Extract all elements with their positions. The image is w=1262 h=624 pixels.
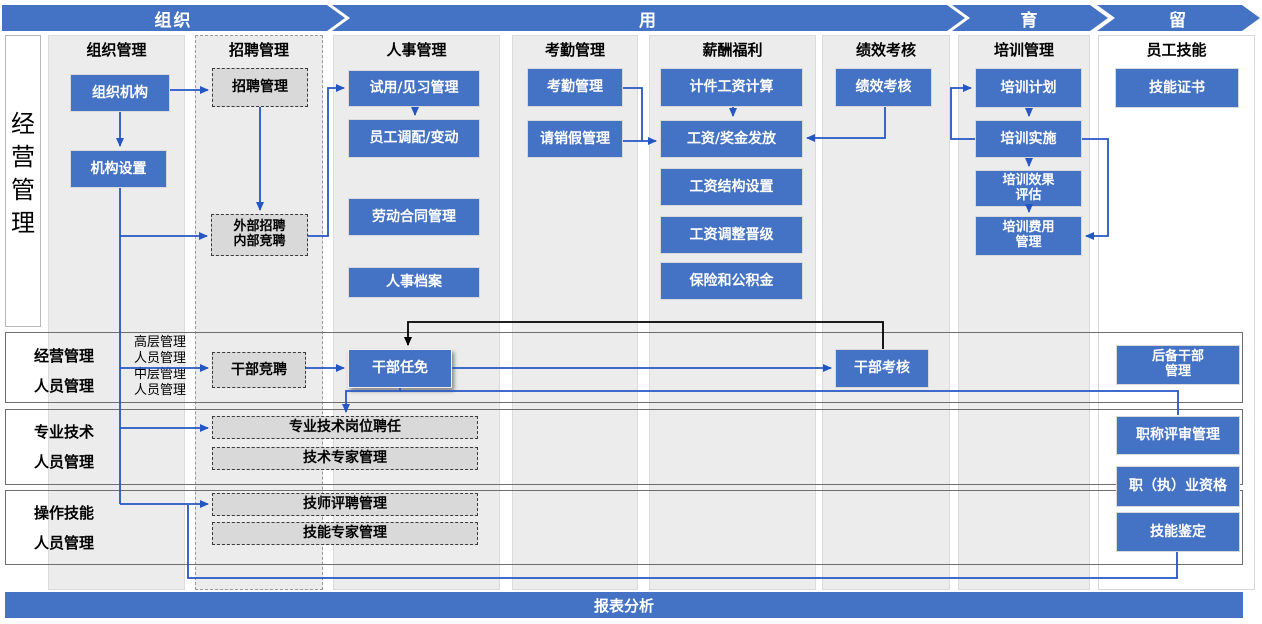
node-pro-post-hire: 专业技术岗位聘任 xyxy=(212,416,478,439)
node-training-plan: 培训计划 xyxy=(975,68,1082,108)
node-skill-cert: 技能证书 xyxy=(1115,68,1239,108)
node-salary-structure: 工资结构设置 xyxy=(660,168,803,206)
pro-tech-row-label: 专业技术 人员管理 xyxy=(34,423,95,471)
band-retain: 留 xyxy=(1097,5,1260,31)
business-mgmt-strip xyxy=(5,35,41,327)
band-use: 用 xyxy=(332,5,965,31)
operation-row-label: 操作技能 人员管理 xyxy=(34,504,95,552)
node-staff-transfer: 员工调配/变动 xyxy=(348,119,480,158)
column-header-org: 组织管理 xyxy=(86,40,147,59)
node-ext-recruit: 外部招聘 内部竞聘 xyxy=(211,214,308,256)
report-analysis-band: 报表分析 xyxy=(5,592,1243,618)
node-reserve-cadre: 后备干部 管理 xyxy=(1116,345,1240,385)
node-cadre-assess: 干部考核 xyxy=(835,349,929,388)
node-cadre-appoint: 干部任免 xyxy=(348,349,452,388)
node-training-eval: 培训效果 评估 xyxy=(975,170,1082,207)
node-insurance-fund: 保险和公积金 xyxy=(660,262,803,300)
node-skill-expert: 技能专家管理 xyxy=(212,522,478,545)
column-header-recruit: 招聘管理 xyxy=(228,40,289,59)
node-org-setup: 机构设置 xyxy=(70,150,167,188)
column-org xyxy=(48,35,185,590)
node-technician-eval: 技师评聘管理 xyxy=(212,493,478,516)
node-leave-mgmt: 请销假管理 xyxy=(527,120,623,158)
node-skill-appraisal: 技能鉴定 xyxy=(1116,512,1240,552)
node-piece-wage: 计件工资计算 xyxy=(660,68,803,107)
node-probation: 试用/见习管理 xyxy=(348,70,480,107)
node-recruit-mgmt: 招聘管理 xyxy=(212,68,308,107)
column-header-attendance: 考勤管理 xyxy=(544,40,605,59)
management-levels-note: 高层管理 人员管理 中层管理 人员管理 xyxy=(134,335,187,398)
node-tech-expert: 技术专家管理 xyxy=(212,447,478,470)
column-header-training: 培训管理 xyxy=(993,40,1054,59)
column-header-performance: 绩效考核 xyxy=(855,40,916,59)
column-header-skills: 员工技能 xyxy=(1146,40,1207,59)
node-perf-appraisal: 绩效考核 xyxy=(835,68,932,107)
band-develop: 育 xyxy=(952,5,1108,31)
manager-row-band xyxy=(5,332,1243,403)
node-labor-contract: 劳动合同管理 xyxy=(348,198,480,236)
band-organize: 组织 xyxy=(2,5,345,31)
node-prof-qualification: 职（执）业资格 xyxy=(1116,466,1240,507)
manager-row-label: 经营管理 人员管理 xyxy=(34,347,95,395)
node-cadre-compete: 干部竞聘 xyxy=(212,352,306,388)
node-title-review: 职称评审管理 xyxy=(1116,416,1240,455)
node-org-structure: 组织机构 xyxy=(70,74,170,112)
node-salary-pay: 工资/奖金发放 xyxy=(660,120,803,158)
node-salary-adjust: 工资调整晋级 xyxy=(660,216,803,254)
node-training-impl: 培训实施 xyxy=(975,120,1082,158)
column-header-salary: 薪酬福利 xyxy=(702,40,763,59)
operation-row-band xyxy=(5,490,1243,565)
business-mgmt-vertical-label: 经 营 管 理 xyxy=(11,110,35,237)
pro-tech-row-band xyxy=(5,409,1243,485)
node-personnel-files: 人事档案 xyxy=(348,267,480,298)
node-attendance-mgmt: 考勤管理 xyxy=(527,68,623,107)
node-training-cost: 培训费用 管理 xyxy=(975,216,1082,256)
column-header-personnel: 人事管理 xyxy=(386,40,447,59)
